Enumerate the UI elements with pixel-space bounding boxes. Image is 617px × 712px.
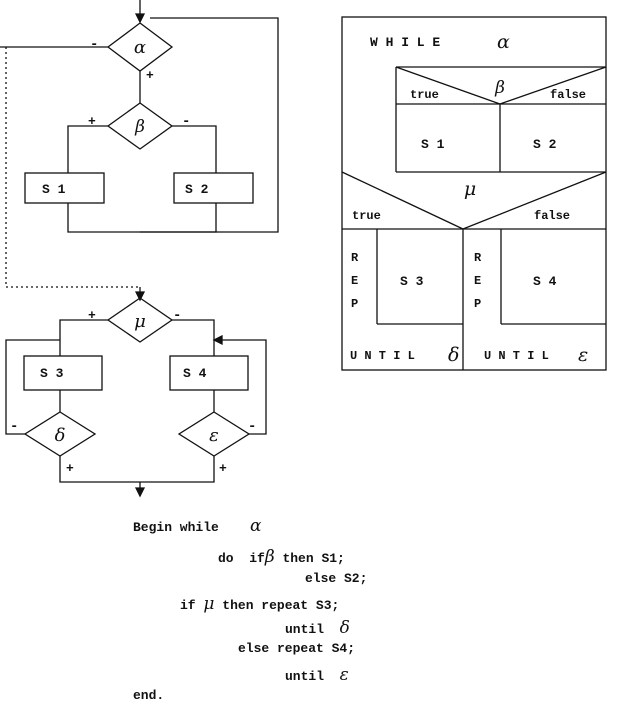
flowchart-top: [0, 0, 279, 233]
s4-label: S 4: [183, 366, 207, 381]
beta-plus-sign: +: [88, 114, 96, 129]
code-line-6: else repeat S4;: [238, 641, 356, 656]
decision-mu: [106, 297, 174, 343]
flowchart-bottom: [5, 297, 267, 498]
exit-merge-line: [59, 456, 215, 483]
nassi-beta-diag-right: [499, 66, 607, 105]
nassi-mu-diag-left: [341, 171, 464, 230]
alpha-minus-sign: -: [90, 37, 98, 53]
entry-arrowhead: [134, 13, 146, 24]
code-line-7: until ε: [285, 665, 349, 685]
nassi-until-delta: δ: [448, 344, 459, 366]
nassi-diagram: [341, 16, 607, 371]
nassi-rep-right-p: P: [474, 297, 481, 311]
beta-no-line: [172, 125, 217, 173]
nassi-mu-true: true: [352, 209, 381, 223]
epsilon-plus-sign: +: [219, 461, 227, 476]
box-s4: [169, 355, 249, 391]
nassi-rep-right-r: R: [474, 251, 482, 265]
nassi-mu-diag-right: [462, 171, 607, 230]
box-s3: [23, 355, 103, 391]
code-epsilon: ε: [339, 665, 349, 685]
code-then-s1: then S1;: [282, 551, 345, 566]
epsilon-repeat-line: [214, 339, 267, 435]
code-begin-while: Begin while: [133, 520, 219, 535]
s2-merge-line: [140, 203, 217, 233]
nassi-until-left: U N T I L: [350, 349, 415, 363]
code-until-1: until: [285, 622, 325, 637]
beta-yes-line: [67, 125, 108, 173]
delta-minus-sign: -: [10, 419, 18, 435]
nassi-rep-left-r: R: [351, 251, 359, 265]
final-arrowhead: [134, 487, 146, 498]
exit-path-dotted: [5, 47, 140, 288]
nassi-beta-diag-left: [395, 66, 501, 105]
box-s2: [173, 172, 254, 204]
code-then-repeat-s3: then repeat S3;: [222, 598, 340, 613]
code-if: if: [180, 598, 196, 613]
box-s1: [24, 172, 105, 204]
nassi-frame: [341, 16, 607, 371]
nassi-s2: S 2: [533, 137, 557, 152]
code-do-if: do if: [218, 551, 265, 566]
nassi-mu: μ: [464, 178, 476, 200]
code-line-2: do ifβ then S1;: [218, 547, 345, 567]
mu-label: μ: [134, 311, 146, 332]
code-line-5: until δ: [285, 618, 350, 638]
code-until-2: until: [285, 669, 325, 684]
nassi-until-right: U N T I L: [484, 349, 549, 363]
decision-beta: [106, 102, 174, 150]
nassi-rep-right-e: E: [474, 274, 481, 288]
s2-label: S 2: [185, 182, 209, 197]
delta-label: δ: [55, 425, 66, 446]
delta-repeat-line: [5, 339, 60, 435]
epsilon-minus-sign: -: [248, 419, 256, 435]
nassi-beta: β: [494, 78, 505, 98]
code-line-8: end.: [133, 688, 165, 703]
code-line-4: if μ then repeat S3;: [180, 594, 339, 614]
alpha-label: α: [134, 37, 146, 58]
loop-back-line: [140, 17, 279, 233]
nassi-rep-left-e: E: [351, 274, 358, 288]
nassi-s3: S 3: [400, 274, 424, 289]
s1-label: S 1: [42, 182, 66, 197]
code-delta: δ: [339, 618, 350, 638]
nassi-mu-false: false: [534, 209, 570, 223]
nassi-alpha: α: [497, 31, 510, 53]
mu-plus-sign: +: [88, 308, 96, 323]
code-alpha: α: [250, 516, 262, 536]
nassi-s4: S 4: [533, 274, 557, 289]
beta-label: β: [134, 117, 145, 137]
code-line-1: Begin while α: [133, 516, 262, 536]
nassi-beta-false: false: [550, 88, 586, 102]
nassi-rep-left-p: P: [351, 297, 358, 311]
nassi-beta-true: true: [410, 88, 439, 102]
delta-plus-sign: +: [66, 461, 74, 476]
s3-label: S 3: [40, 366, 64, 381]
code-beta: β: [264, 547, 275, 567]
epsilon-label: ε: [209, 425, 219, 446]
mu-no-line: [172, 319, 215, 356]
mu-yes-line: [59, 319, 108, 356]
alpha-plus-sign: +: [146, 68, 154, 83]
mu-minus-sign: -: [173, 308, 181, 324]
s1-merge-line: [67, 203, 140, 233]
code-mu: μ: [203, 594, 215, 614]
code-line-3: else S2;: [305, 571, 368, 586]
epsilon-repeat-arrowhead: [212, 334, 223, 346]
nassi-until-eps: ε: [578, 344, 588, 366]
nassi-s1: S 1: [421, 137, 445, 152]
beta-minus-sign: -: [182, 114, 190, 130]
nassi-while-label: W H I L E: [370, 35, 440, 50]
